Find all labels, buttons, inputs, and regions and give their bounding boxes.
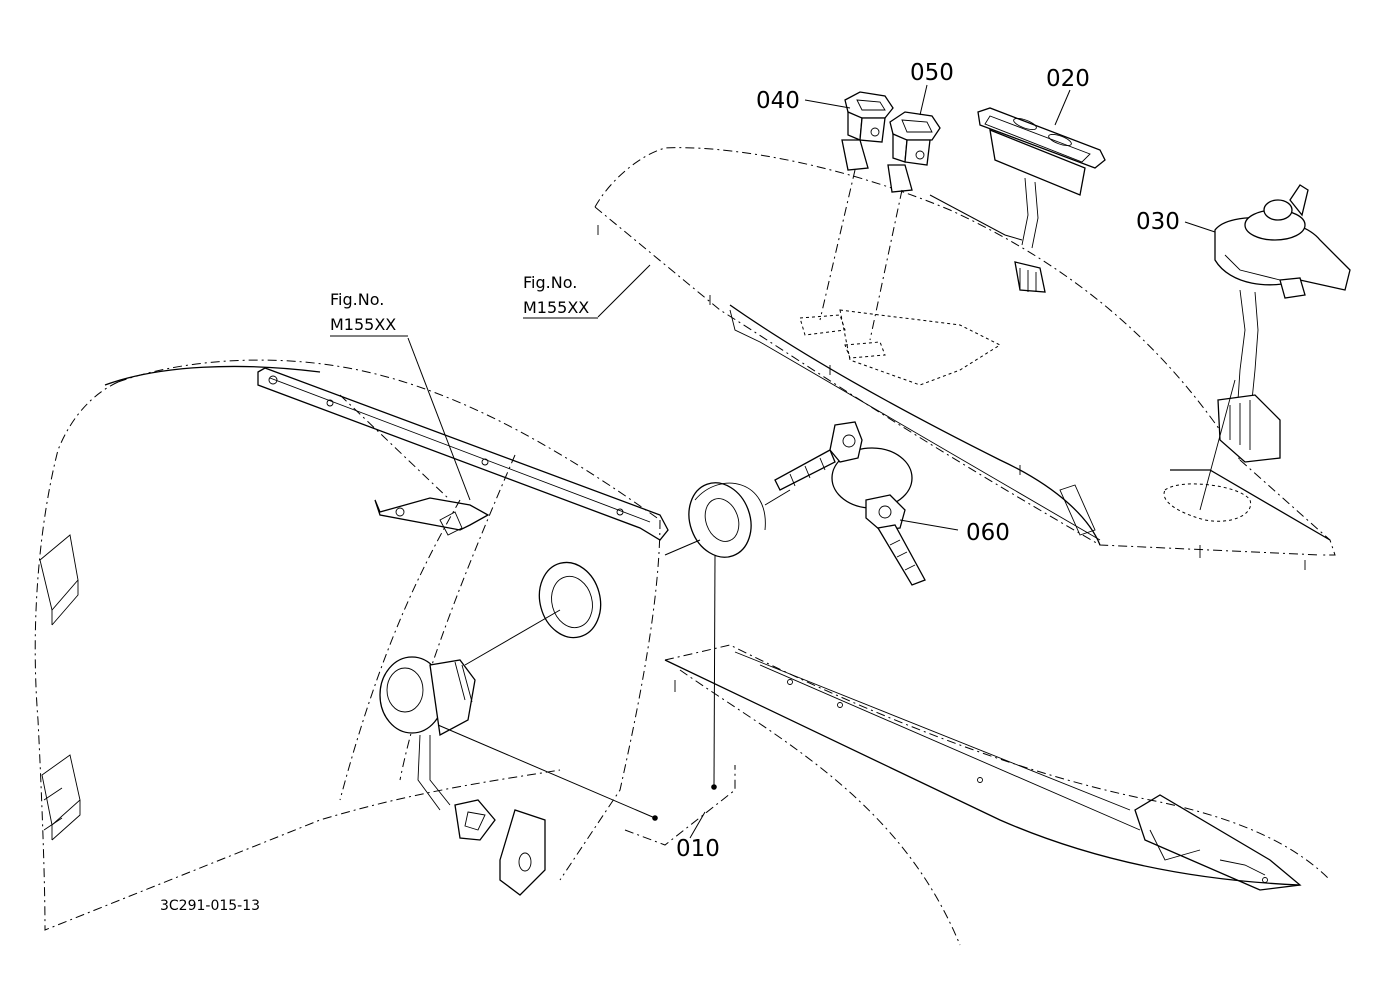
keys-060 — [774, 421, 926, 586]
switch-040 — [841, 91, 894, 171]
lower-right-panel — [664, 644, 1331, 946]
figure-references: Fig.No. M155XX Fig.No. M155XX — [330, 273, 598, 337]
figref-left-line1: Fig.No. — [330, 290, 384, 309]
callout-labels: 040 050 020 030 060 010 — [676, 60, 1180, 862]
panel-hole-ring — [538, 561, 602, 639]
callout-030: 030 — [1136, 209, 1180, 235]
callout-060: 060 — [966, 520, 1010, 546]
switch-020 — [977, 107, 1106, 293]
callout-040: 040 — [756, 88, 800, 114]
figref-upper-line2: M155XX — [523, 298, 589, 317]
left-top-bracket — [257, 367, 669, 541]
figref-left-line2: M155XX — [330, 315, 396, 334]
key-switch-030 — [1199, 184, 1351, 511]
drawing-code: 3C291-015-13 — [160, 898, 260, 914]
figref-upper-line1: Fig.No. — [523, 273, 577, 292]
leader-lines — [407, 84, 1216, 846]
callout-050: 050 — [910, 60, 954, 86]
knob-010 — [379, 656, 496, 841]
callout-020: 020 — [1046, 66, 1090, 92]
switch-050 — [887, 111, 941, 193]
bushing-010 — [688, 482, 766, 558]
callout-010: 010 — [676, 836, 720, 862]
left-dash-panel — [34, 359, 661, 931]
upper-dash-panel — [594, 147, 1336, 570]
